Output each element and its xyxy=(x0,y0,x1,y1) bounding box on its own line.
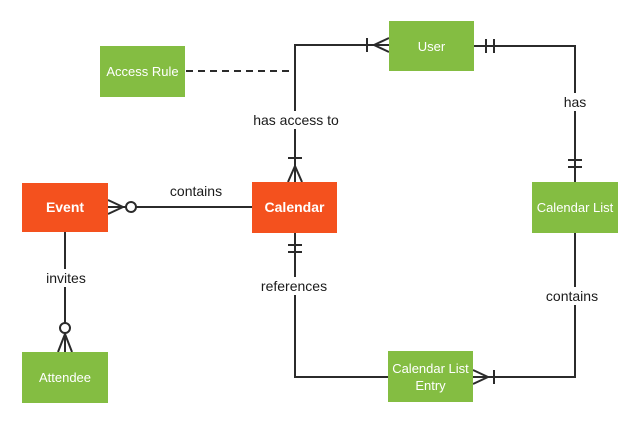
relationship-label-has[interactable]: has xyxy=(558,93,592,111)
relationship-label-invites[interactable]: invites xyxy=(41,269,91,287)
connector-event-calendar[interactable] xyxy=(107,199,252,215)
entity-label: User xyxy=(417,38,446,54)
crows-foot-icon xyxy=(287,165,303,183)
entity-label: Calendar List xyxy=(536,200,614,215)
zero-circle-icon xyxy=(125,201,137,213)
crows-foot-icon xyxy=(472,369,489,385)
relationship-label-contains-list[interactable]: contains xyxy=(540,287,604,305)
zero-circle-icon xyxy=(59,322,71,334)
entity-attendee[interactable]: Attendee xyxy=(22,352,108,403)
connector-user-calendar-list[interactable] xyxy=(474,39,582,182)
entity-calendar[interactable]: Calendar xyxy=(252,182,337,233)
relationship-label-has-access-to[interactable]: has access to xyxy=(248,111,344,129)
relationship-label-references[interactable]: references xyxy=(255,277,333,295)
entity-label: Calendar List Entry xyxy=(392,360,469,393)
entity-label: Calendar xyxy=(264,199,325,215)
entity-label: Attendee xyxy=(38,370,92,385)
connector-line[interactable] xyxy=(473,233,576,378)
entity-access-rule[interactable]: Access Rule xyxy=(100,46,185,97)
entity-event[interactable]: Event xyxy=(22,183,108,232)
connector-calendar-user[interactable] xyxy=(287,37,390,183)
connector-line[interactable] xyxy=(294,44,389,182)
connector-calendar-list-contains[interactable] xyxy=(472,233,576,385)
entity-calendar-list-entry[interactable]: Calendar List Entry xyxy=(388,351,473,402)
connector-calendar-references[interactable] xyxy=(288,233,388,378)
entity-label: Access Rule xyxy=(106,64,179,79)
entity-user[interactable]: User xyxy=(389,21,474,71)
connector-line[interactable] xyxy=(294,233,388,378)
connector-event-attendee[interactable] xyxy=(57,232,73,353)
relationship-label-contains-event[interactable]: contains xyxy=(164,182,228,200)
crows-foot-icon xyxy=(107,199,124,215)
entity-calendar-list[interactable]: Calendar List xyxy=(532,182,618,233)
crows-foot-icon xyxy=(57,333,73,353)
crows-foot-icon xyxy=(373,37,390,53)
entity-label: Event xyxy=(45,199,85,215)
connector-line[interactable] xyxy=(474,45,576,182)
